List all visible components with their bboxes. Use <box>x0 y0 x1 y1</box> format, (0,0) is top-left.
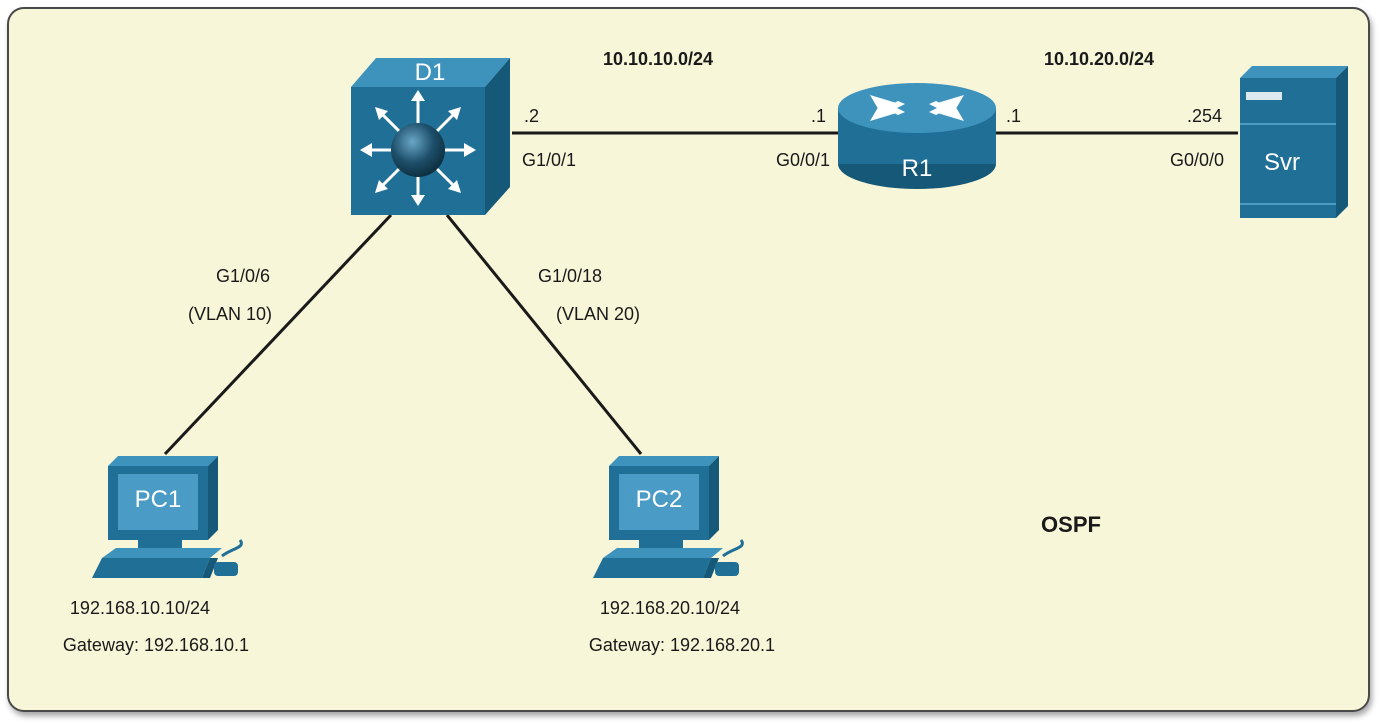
device-svr[interactable]: Svr <box>1240 66 1348 218</box>
vlan-10-label: (VLAN 10) <box>188 304 272 324</box>
network-label-10-10-10: 10.10.10.0/24 <box>603 49 713 69</box>
d1-port-g1-0-6: G1/0/6 <box>216 266 270 286</box>
link-d1-pc1 <box>163 213 393 456</box>
svr-host-address: .254 <box>1187 106 1222 126</box>
server-icon <box>1240 66 1348 218</box>
pc1-gateway: Gateway: 192.168.10.1 <box>63 635 249 655</box>
r1-host-address-g0-0-1: .1 <box>811 106 826 126</box>
device-pc1[interactable]: PC1 <box>92 456 243 578</box>
link-d1-pc2 <box>445 214 643 455</box>
d1-port-g1-0-18: G1/0/18 <box>538 266 602 286</box>
device-d1[interactable]: D1 <box>351 58 510 215</box>
diagram-panel <box>7 7 1370 712</box>
device-label-pc1: PC1 <box>135 486 182 513</box>
device-label-svr: Svr <box>1264 149 1300 176</box>
device-label-r1: R1 <box>902 155 933 182</box>
device-pc2[interactable]: PC2 <box>593 456 744 578</box>
r1-port-g0-0-0: G0/0/0 <box>1170 150 1224 170</box>
pc2-ip-address: 192.168.20.10/24 <box>600 598 740 618</box>
pc2-gateway: Gateway: 192.168.20.1 <box>589 635 775 655</box>
network-label-10-10-20: 10.10.20.0/24 <box>1044 49 1154 69</box>
d1-port-g1-0-1: G1/0/1 <box>522 150 576 170</box>
r1-port-g0-0-1: G0/0/1 <box>776 150 830 170</box>
pc1-ip-address: 192.168.10.10/24 <box>70 598 210 618</box>
pc-icon <box>593 456 744 578</box>
router-icon <box>838 83 996 189</box>
r1-host-address-g0-0-0: .1 <box>1006 106 1021 126</box>
device-label-d1: D1 <box>415 59 446 86</box>
device-label-pc2: PC2 <box>636 486 683 513</box>
vlan-20-label: (VLAN 20) <box>556 304 640 324</box>
protocol-label: OSPF <box>1041 512 1101 537</box>
d1-host-address: .2 <box>524 106 539 126</box>
pc-icon <box>92 456 243 578</box>
device-r1[interactable]: R1 <box>838 83 996 189</box>
multilayer-switch-icon <box>351 58 510 215</box>
